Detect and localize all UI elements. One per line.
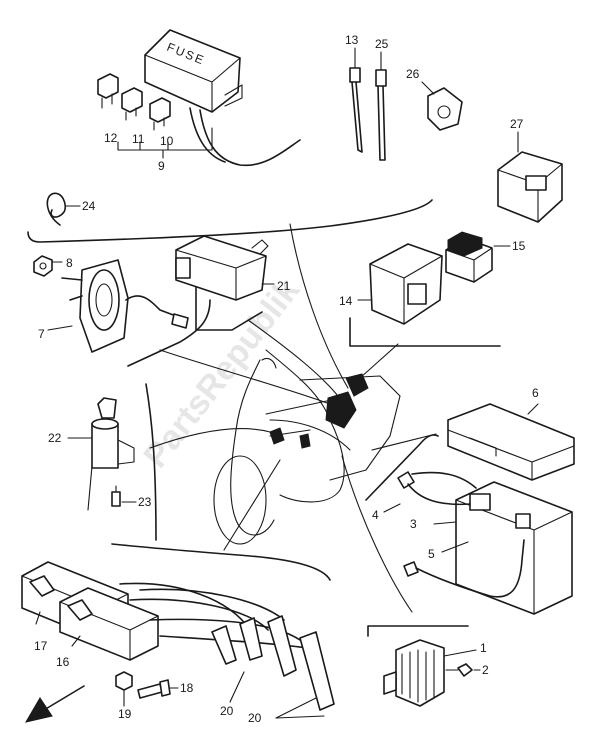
callout-12: 12 [104, 131, 118, 145]
callout-11: 11 [132, 132, 145, 146]
callout-5: 5 [428, 547, 435, 561]
bolt-2 [445, 663, 481, 677]
fuse-12 [97, 73, 119, 109]
battery-3 [433, 481, 573, 615]
callout-20-b: 20 [248, 711, 262, 725]
callout-15: 15 [512, 239, 526, 253]
cdi-unit-21 [175, 235, 275, 301]
relay-group [349, 231, 511, 347]
wire-clip [46, 192, 67, 226]
relay-14 [357, 243, 443, 325]
cable-tie-25 [375, 51, 387, 161]
relay-15 [445, 231, 511, 283]
ignition-coil-16 [59, 587, 159, 661]
relay-27 [497, 131, 563, 223]
callout-4: 4 [372, 508, 379, 522]
screw-23 [111, 485, 137, 507]
callout-6: 6 [532, 386, 539, 400]
main-switch-22 [67, 397, 135, 511]
battery-lead-5 [403, 539, 525, 598]
horn-group [33, 255, 211, 367]
bolt-18 [137, 679, 179, 699]
callout-1: 1 [480, 641, 487, 655]
group-bracket-switch [145, 383, 157, 541]
callout-14: 14 [339, 294, 353, 308]
callout-13: 13 [345, 33, 359, 47]
nut-19 [115, 671, 133, 707]
fuse-box: FUSE [144, 29, 301, 167]
rectifier-group [367, 625, 481, 707]
callout-18: 18 [180, 681, 194, 695]
callout-20-a: 20 [220, 704, 234, 718]
fuse-box-group: FUSE [27, 29, 433, 243]
fuse-11 [121, 87, 143, 121]
group-bracket-cdi [195, 281, 263, 331]
callout-9: 9 [158, 159, 165, 173]
group-bracket-horn [127, 299, 211, 367]
front-direction-arrow-icon [24, 685, 85, 723]
group-bracket-rectifier [367, 625, 469, 637]
battery-cover-6 [447, 403, 575, 481]
cable-tie-13 [349, 47, 363, 153]
battery-lead-4 [383, 471, 477, 513]
group-bracket-ignition [111, 543, 331, 581]
callout-17: 17 [34, 639, 48, 653]
callout-21: 21 [277, 279, 291, 293]
callout-22: 22 [48, 431, 62, 445]
rectifier-regulator-1 [383, 639, 477, 707]
callout-10: 10 [160, 134, 174, 148]
motorcycle-silhouette [213, 349, 401, 545]
horn-7 [47, 259, 189, 353]
group-bracket-relays [349, 317, 501, 347]
callout-23: 23 [138, 495, 152, 509]
ignition-group [21, 543, 335, 719]
callout-19: 19 [118, 707, 132, 721]
callout-2: 2 [482, 663, 489, 677]
clamp-26 [421, 81, 463, 131]
plug-cap-20 [211, 615, 335, 719]
callout-24: 24 [82, 199, 96, 213]
callout-25: 25 [375, 37, 389, 51]
callout-labels: 1 2 3 4 5 6 7 8 9 10 11 12 13 14 15 16 1… [34, 33, 539, 725]
callout-16: 16 [56, 655, 70, 669]
callout-7: 7 [38, 327, 45, 341]
group-bracket-battery [365, 434, 439, 501]
battery-group [365, 403, 575, 615]
callout-26: 26 [406, 67, 420, 81]
nut-8 [33, 255, 63, 277]
connection-lines [149, 223, 437, 613]
cdi-unit-group [175, 235, 275, 331]
fuse-10 [149, 97, 171, 131]
group-bracket-top [27, 199, 433, 243]
callout-8: 8 [66, 256, 73, 270]
main-switch-group [67, 383, 157, 541]
callout-27: 27 [510, 117, 524, 131]
callout-3: 3 [410, 517, 417, 531]
